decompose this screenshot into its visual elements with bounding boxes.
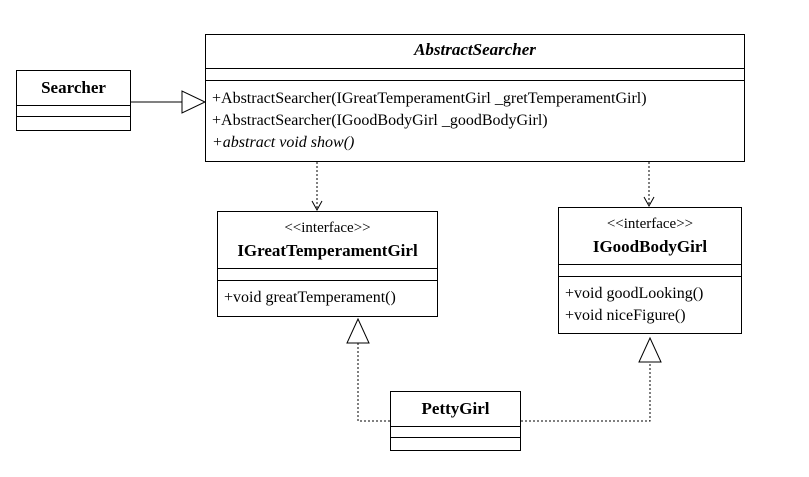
class-name: Searcher xyxy=(41,78,106,97)
dependency-arrowhead xyxy=(643,196,655,208)
operation: +abstract void show() xyxy=(212,134,355,151)
realization-line-good-body xyxy=(521,361,651,422)
compartment-divider xyxy=(391,437,520,438)
compartment-divider xyxy=(218,280,437,281)
realization-line-great-temperament xyxy=(357,342,390,422)
dependency-arrowhead xyxy=(311,200,323,212)
operation: +void niceFigure() xyxy=(565,307,686,324)
class-abstract-searcher: AbstractSearcher +AbstractSearcher(IGrea… xyxy=(205,34,745,162)
class-name: AbstractSearcher xyxy=(414,40,536,59)
interface-great-temperament-girl: <<interface>> IGreatTemperamentGirl +voi… xyxy=(217,211,438,317)
compartment-divider xyxy=(206,68,744,69)
compartment-divider xyxy=(218,268,437,269)
operation: +void greatTemperament() xyxy=(224,289,396,306)
stereotype: <<interface>> xyxy=(284,220,371,236)
realization-arrowhead xyxy=(346,317,370,344)
compartment-divider xyxy=(206,80,744,81)
generalization-arrowhead xyxy=(181,90,207,114)
stereotype: <<interface>> xyxy=(606,216,694,232)
realization-arrowhead xyxy=(638,336,662,363)
interface-name: IGoodBodyGirl xyxy=(592,237,708,256)
compartment-divider xyxy=(17,105,130,106)
operation: +AbstractSearcher(IGreatTemperamentGirl … xyxy=(212,90,647,107)
class-petty-girl: PettyGirl xyxy=(390,391,521,451)
compartment-divider xyxy=(17,116,130,117)
operation: +AbstractSearcher(IGoodBodyGirl _goodBod… xyxy=(212,112,548,129)
compartment-divider xyxy=(559,264,741,265)
interface-name: IGreatTemperamentGirl xyxy=(237,241,418,260)
compartment-divider xyxy=(391,426,520,427)
operation: +void goodLooking() xyxy=(565,285,704,302)
compartment-divider xyxy=(559,276,741,277)
interface-good-body-girl: <<interface>> IGoodBodyGirl +void goodLo… xyxy=(558,207,742,334)
class-name: PettyGirl xyxy=(421,399,490,418)
class-searcher: Searcher xyxy=(16,70,131,131)
